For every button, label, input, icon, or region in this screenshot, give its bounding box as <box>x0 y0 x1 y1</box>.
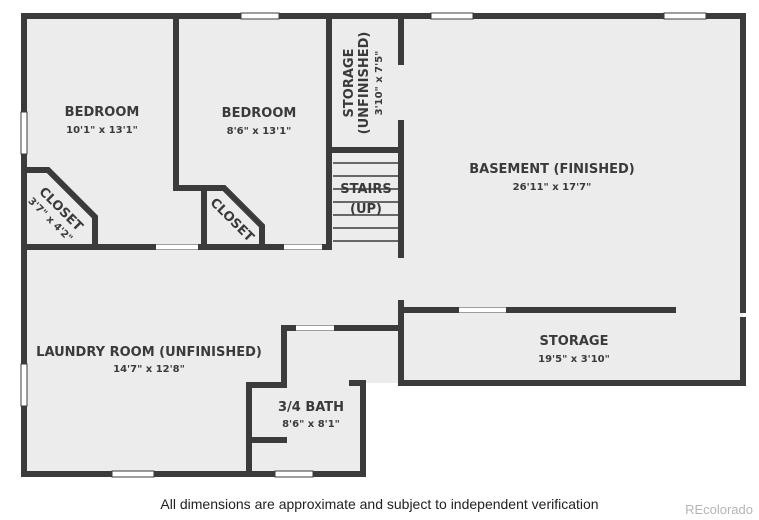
room-bedroom-1: BEDROOM 10'1" x 13'1" <box>65 105 140 136</box>
room-stairs: STAIRS (UP) <box>340 182 392 217</box>
room-dimensions: 14'7" x 12'8" <box>113 364 185 375</box>
room-name: STORAGE <box>342 49 357 118</box>
door-openings <box>156 244 506 331</box>
brand-watermark: REcolorado <box>685 502 753 517</box>
room-name: STAIRS <box>340 182 392 197</box>
room-name-qualifier: (UNFINISHED) <box>357 32 372 135</box>
room-dimensions: 8'6" x 13'1" <box>227 126 292 137</box>
room-bedroom-2: BEDROOM 8'6" x 13'1" <box>222 106 297 137</box>
floor-area <box>24 16 743 474</box>
room-dimensions: 19'5" x 3'10" <box>538 354 610 365</box>
room-laundry: LAUNDRY ROOM (UNFINISHED) 14'7" x 12'8" <box>36 345 262 375</box>
room-dimensions: 10'1" x 13'1" <box>66 125 138 136</box>
room-name: 3/4 BATH <box>278 400 344 415</box>
room-dimensions: 26'11" x 17'7" <box>513 182 592 193</box>
room-bath: 3/4 BATH 8'6" x 8'1" <box>278 400 344 430</box>
room-name-qualifier: (UP) <box>350 202 382 217</box>
room-dimensions: 3'10" x 7'5" <box>374 51 385 116</box>
room-name: BEDROOM <box>222 106 297 121</box>
floor-plan: BEDROOM 10'1" x 13'1" BEDROOM 8'6" x 13'… <box>20 12 746 478</box>
room-storage: STORAGE 19'5" x 3'10" <box>538 334 610 365</box>
disclaimer-text: All dimensions are approximate and subje… <box>160 496 599 512</box>
room-name: LAUNDRY ROOM (UNFINISHED) <box>36 345 262 360</box>
room-storage-unfinished: STORAGE (UNFINISHED) 3'10" x 7'5" <box>342 32 385 135</box>
room-basement: BASEMENT (FINISHED) 26'11" x 17'7" <box>469 162 635 193</box>
room-name: BASEMENT (FINISHED) <box>469 162 635 177</box>
room-name: STORAGE <box>540 334 609 349</box>
room-dimensions: 8'6" x 8'1" <box>282 419 340 430</box>
stairs-treads <box>333 162 398 242</box>
room-name: BEDROOM <box>65 105 140 120</box>
windows <box>20 12 707 478</box>
